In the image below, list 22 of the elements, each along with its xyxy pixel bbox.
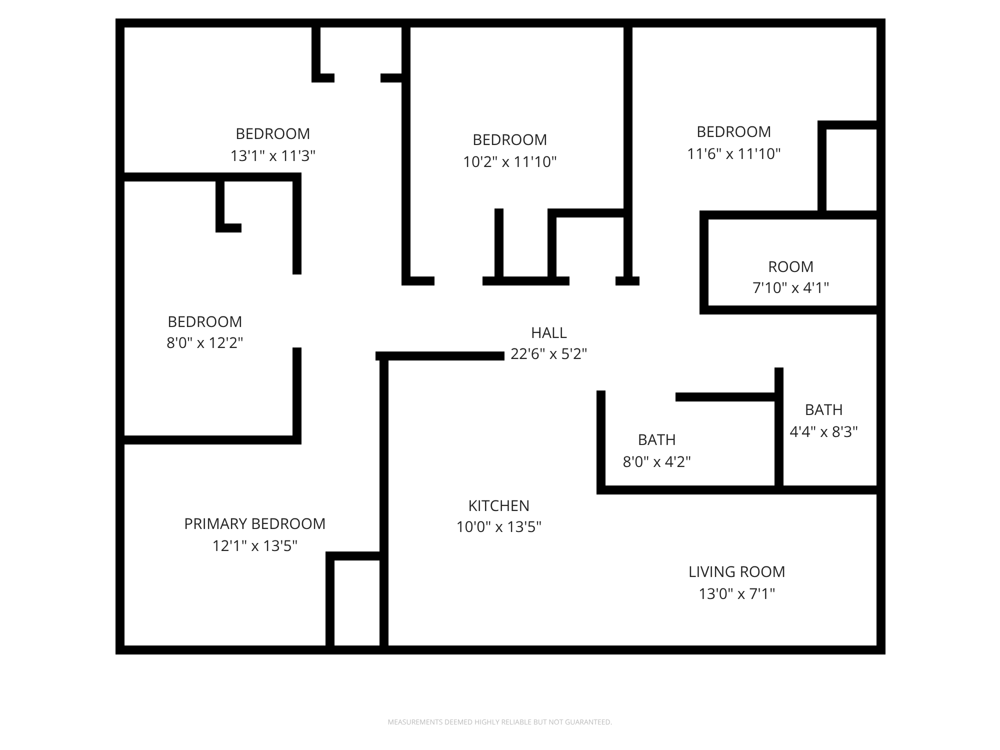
room-dimensions: 13'1" x 11'3" bbox=[230, 146, 316, 166]
room-dimensions: 10'2" x 11'10" bbox=[462, 152, 558, 172]
room-dimensions: 8'0" x 12'2" bbox=[166, 333, 244, 353]
room-dimensions: 10'0" x 13'5" bbox=[456, 517, 542, 537]
room-dimensions: 7'10" x 4'1" bbox=[752, 278, 830, 298]
room-name: BATH bbox=[804, 400, 844, 420]
room-name: HALL bbox=[530, 323, 568, 343]
room-name: BATH bbox=[638, 430, 676, 450]
room-name: BEDROOM bbox=[236, 124, 310, 144]
room-dimensions: 8'0" x 4'2" bbox=[622, 452, 692, 472]
room-dimensions: 22'6" x 5'2" bbox=[510, 344, 588, 364]
room-name: BEDROOM bbox=[472, 130, 548, 150]
room-dimensions: 13'0" x 7'1" bbox=[698, 584, 776, 604]
room-name: BEDROOM bbox=[696, 122, 772, 142]
room-dimensions: 4'4" x 8'3" bbox=[790, 422, 858, 442]
room-name: KITCHEN bbox=[468, 496, 530, 516]
room-dimensions: 12'1" x 13'5" bbox=[212, 536, 298, 556]
room-dimensions: 11'6" x 11'10" bbox=[686, 144, 782, 164]
room-name: LIVING ROOM bbox=[688, 562, 786, 582]
room-name: BEDROOM bbox=[168, 312, 242, 332]
room-name: ROOM bbox=[768, 257, 814, 277]
room-name: PRIMARY BEDROOM bbox=[184, 514, 326, 534]
